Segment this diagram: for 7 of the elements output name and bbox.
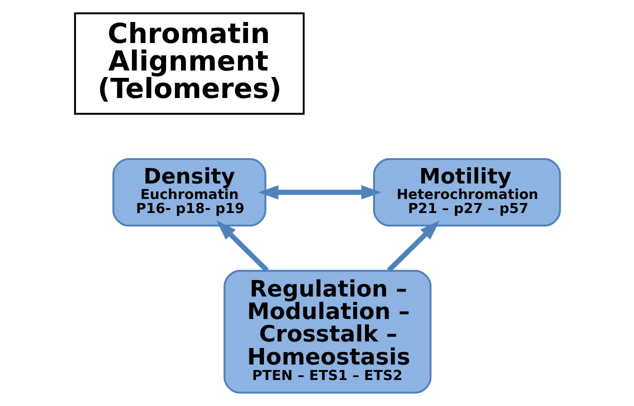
arrow bbox=[216, 220, 268, 272]
arrow bbox=[386, 220, 440, 272]
arrow bbox=[258, 185, 381, 200]
node-box: Chromatin Alignment (Telomeres) bbox=[74, 12, 304, 115]
node-box: Regulation – Modulation – Crosstalk – Homeostasis PTEN – ETS1 – ETS2 bbox=[223, 270, 432, 394]
node-box: Motility Heterochromation P21 – p27 – p57 bbox=[372, 158, 560, 227]
node-box: Density Euchromatin P16- p18- p19 bbox=[112, 158, 266, 227]
